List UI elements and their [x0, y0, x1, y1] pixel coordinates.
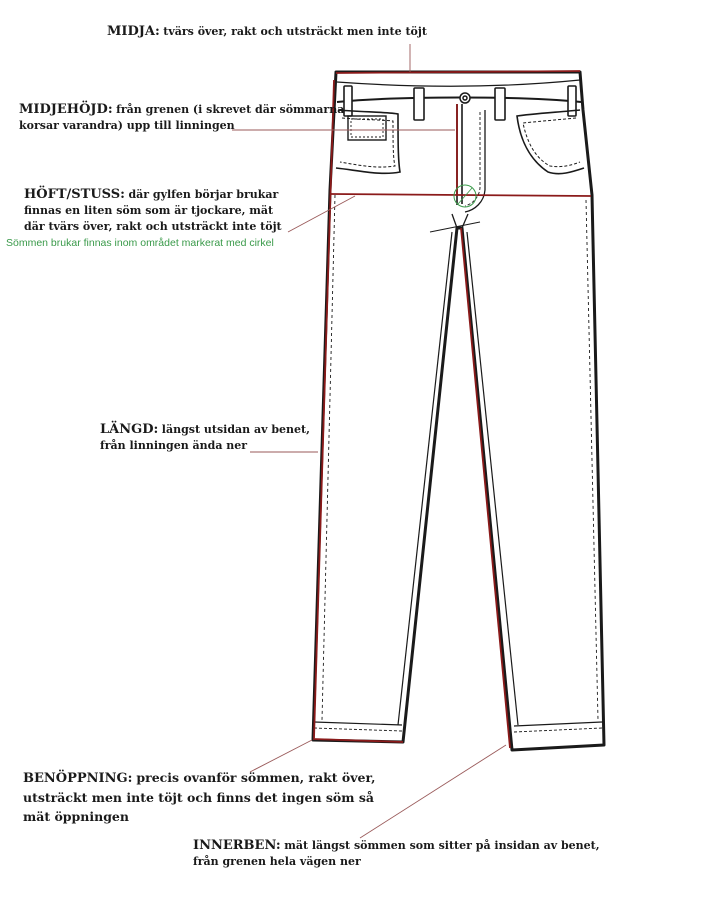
- waist-measure-line: [335, 70, 581, 74]
- midja-text: tvärs över, rakt och utsträckt men inte …: [163, 25, 427, 38]
- benoppning-line2: utsträckt men inte töjt och finns det in…: [23, 790, 374, 805]
- hoft-line2: finnas en liten söm som är tjockare, mät: [24, 204, 274, 217]
- langd-line2: från linningen ända ner: [100, 439, 248, 452]
- hoft-line1: där gylfen börjar brukar: [128, 188, 279, 201]
- midjehojd-term: MIDJEHÖJD:: [19, 102, 113, 117]
- langd-term: LÄNGD:: [100, 422, 159, 437]
- seam-area-circle: [453, 184, 477, 208]
- hip-measure-line: [330, 193, 592, 197]
- leg-seams: [313, 194, 603, 733]
- inseam-measure-line: [460, 227, 511, 749]
- benoppning-term: BENÖPPNING:: [23, 771, 133, 786]
- button: [459, 92, 471, 104]
- benoppning-leader: [249, 739, 313, 773]
- midjehojd-line2: korsar varandra) upp till linningen: [19, 119, 235, 132]
- hoft-label: HÖFT/STUSS: där gylfen börjar brukar fin…: [24, 187, 282, 235]
- midja-label: MIDJA: tvärs över, rakt och utsträckt me…: [107, 24, 427, 40]
- innerben-line1: mät längst sömmen som sitter på insidan …: [284, 839, 600, 852]
- innerben-label: INNERBEN: mät längst sömmen som sitter p…: [193, 838, 600, 870]
- midja-term: MIDJA:: [107, 24, 160, 39]
- benoppning-label: BENÖPPNING: precis ovanför sömmen, rakt …: [23, 768, 375, 826]
- hem-measure-line: [312, 738, 404, 743]
- length-measure-line: [313, 79, 335, 739]
- langd-label: LÄNGD: längst utsidan av benet, från lin…: [100, 422, 310, 454]
- leader-lines: [232, 44, 507, 839]
- hoft-term: HÖFT/STUSS:: [24, 187, 125, 202]
- midjehojd-line1: från grenen (i skrevet där sömmarna: [116, 103, 345, 116]
- innerben-term: INNERBEN:: [193, 838, 281, 853]
- langd-line1: längst utsidan av benet,: [161, 423, 310, 436]
- innerben-leader: [359, 744, 507, 839]
- midjehojd-label: MIDJEHÖJD: från grenen (i skrevet där sö…: [19, 102, 344, 134]
- hoft-leader: [287, 195, 356, 233]
- belt-loops: [343, 85, 577, 121]
- benoppning-line1: precis ovanför sömmen, rakt över,: [136, 770, 376, 785]
- benoppning-line3: mät öppningen: [23, 809, 129, 824]
- measurement-lines: [312, 70, 592, 749]
- innerben-line2: från grenen hela vägen ner: [193, 855, 361, 868]
- seam-note: Sömmen brukar finnas inom området marker…: [6, 237, 274, 249]
- hoft-line3: där tvärs över, rakt och utsträckt inte …: [24, 220, 282, 233]
